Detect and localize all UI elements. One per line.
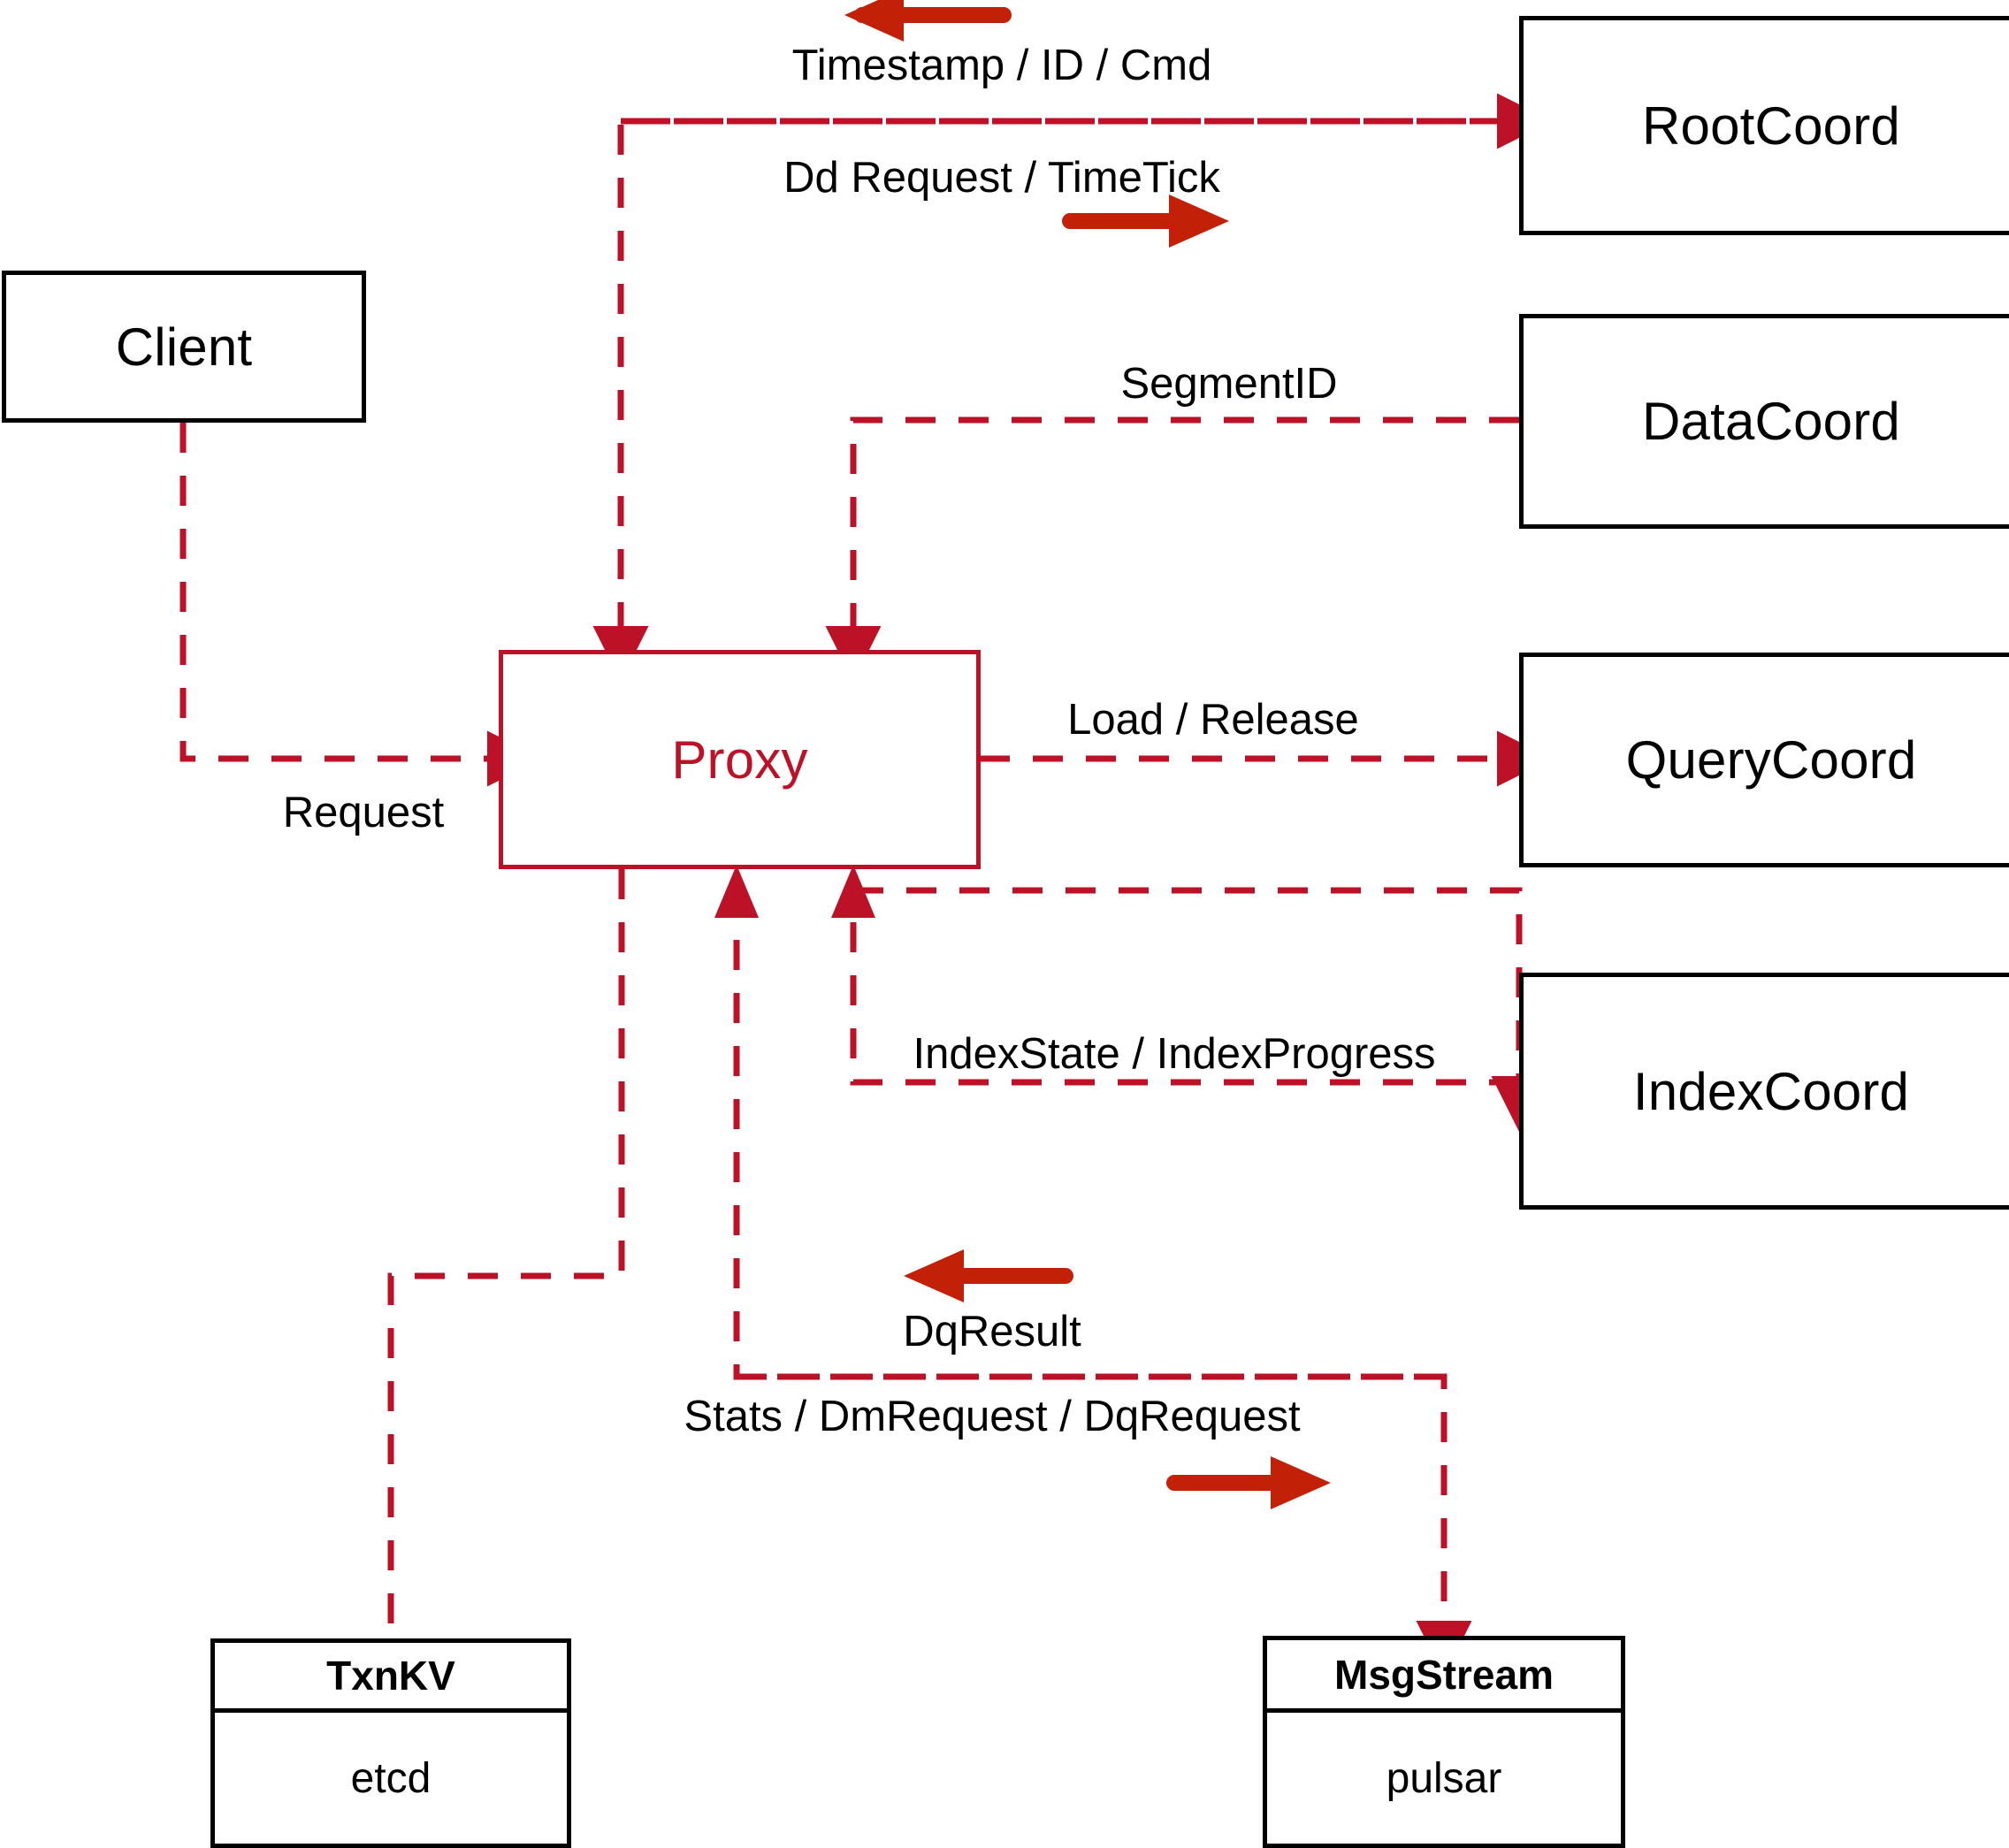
direction-arrow-left-dqresult: [904, 1249, 1073, 1302]
node-proxy-label: Proxy: [671, 729, 808, 790]
node-msgstream-body: pulsar: [1386, 1754, 1502, 1802]
node-querycoord[interactable]: QueryCoord: [1519, 653, 2009, 867]
node-txnkv[interactable]: TxnKV etcd: [210, 1638, 571, 1848]
node-rootcoord[interactable]: RootCoord: [1519, 16, 2009, 235]
wire-proxy-to-txnkv: [387, 869, 625, 1638]
edge-label-indexstate-indexprogress: IndexState / IndexProgress: [913, 1030, 1436, 1078]
node-txnkv-body: etcd: [350, 1754, 432, 1802]
node-msgstream[interactable]: MsgStream pulsar: [1263, 1636, 1625, 1848]
node-querycoord-label: QueryCoord: [1625, 730, 1917, 790]
direction-arrow-right-dmrequest: [1166, 1456, 1331, 1509]
direction-arrow-right-ddrequest: [1062, 195, 1229, 248]
edge-label-segmentid: SegmentID: [1120, 360, 1338, 408]
wire-msgstream-to-proxy: [714, 865, 1444, 1380]
node-client-label: Client: [115, 317, 253, 377]
node-proxy[interactable]: Proxy: [499, 650, 981, 869]
edge-label-timestamp-id-cmd: Timestamp / ID / Cmd: [791, 42, 1212, 89]
edge-label-request: Request: [282, 789, 445, 836]
node-indexcoord-label: IndexCoord: [1632, 1061, 1910, 1121]
edge-label-stats-dmrequest-dqrequest: Stats / DmRequest / DqRequest: [684, 1393, 1301, 1440]
node-msgstream-header: MsgStream: [1267, 1640, 1621, 1713]
wire-datacoord-to-proxy: [825, 416, 1519, 682]
wire-client-to-proxy: [180, 423, 543, 787]
edge-label-dqresult: DqResult: [903, 1308, 1081, 1355]
node-indexcoord[interactable]: IndexCoord: [1519, 973, 2009, 1210]
node-datacoord[interactable]: DataCoord: [1519, 314, 2009, 529]
node-rootcoord-label: RootCoord: [1642, 95, 1900, 156]
node-client[interactable]: Client: [2, 271, 366, 423]
edge-label-load-release: Load / Release: [1067, 696, 1359, 744]
direction-arrow-left-timestamp: [844, 0, 1012, 42]
node-txnkv-header: TxnKV: [215, 1643, 567, 1713]
node-datacoord-label: DataCoord: [1642, 392, 1900, 451]
edge-label-dd-request-timetick: Dd Request / TimeTick: [783, 154, 1220, 202]
